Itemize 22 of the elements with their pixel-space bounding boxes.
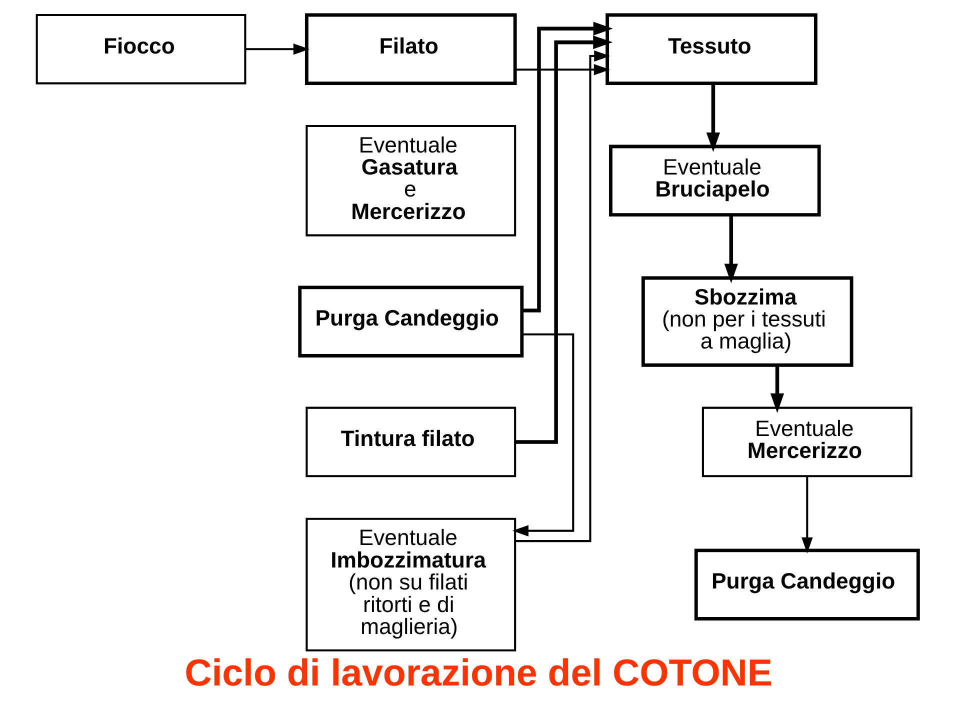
arrow: [515, 50, 610, 542]
arrow: [802, 476, 813, 554]
node-box: Tintura filato: [306, 406, 516, 478]
arrow: [245, 44, 310, 55]
caption: Ciclo di lavorazione del COTONE: [184, 652, 772, 694]
node-box: Purga Candeggio: [694, 548, 920, 620]
arrow: [706, 84, 720, 152]
arrow: [515, 64, 610, 76]
node-box: Eventuale Gasatura e Mercerizzo: [306, 124, 516, 236]
node-box: Eventuale Bruciapelo: [609, 144, 821, 217]
node-box: Eventuale Imbozzimatura (non su filati ritorti e di maglieria): [306, 518, 516, 652]
node-box: Filato: [305, 13, 517, 85]
arrow: [770, 366, 784, 413]
node-box: Purga Candeggio: [298, 286, 524, 358]
arrow: [522, 22, 613, 312]
arrow: [724, 215, 738, 284]
node-box: Fiocco: [36, 14, 246, 84]
arrow: [516, 35, 613, 444]
arrow: [512, 333, 574, 536]
node-box: Tessuto: [606, 13, 818, 85]
node-box: Sbozzima (non per i tessuti a maglia): [641, 276, 854, 367]
node-box: Eventuale Mercerizzo: [702, 406, 912, 478]
